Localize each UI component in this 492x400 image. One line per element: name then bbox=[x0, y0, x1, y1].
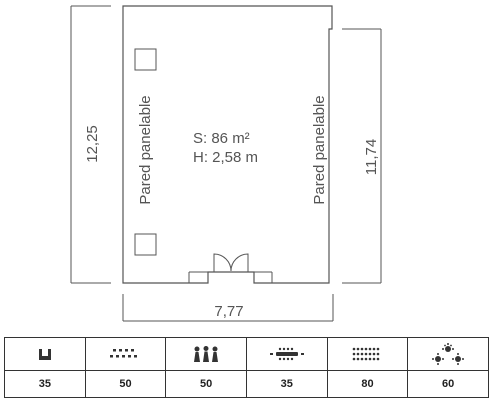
dimension-bottom bbox=[122, 294, 334, 322]
layout-cell-theatre bbox=[165, 337, 247, 371]
capacity-theatre: 50 bbox=[165, 370, 247, 398]
capacity-cocktail: 80 bbox=[326, 370, 409, 398]
floor-plan: 12,25 11,74 7,77 Pared panelable Pared p… bbox=[70, 5, 382, 322]
column-bottom bbox=[134, 233, 157, 256]
room-outline bbox=[122, 5, 333, 284]
layout-cell-boardroom bbox=[245, 337, 328, 371]
layout-cell-banquet bbox=[407, 337, 489, 371]
boardroom-icon bbox=[269, 347, 304, 360]
column-top bbox=[134, 48, 157, 71]
wall-left-label: Pared panelable bbox=[137, 95, 154, 204]
u-shape-icon bbox=[38, 348, 51, 360]
wall-right-label: Pared panelable bbox=[311, 95, 328, 204]
capacity-row: 35 50 50 35 80 60 bbox=[4, 370, 489, 398]
dimension-left-label: 12,25 bbox=[84, 125, 101, 163]
theatre-icon bbox=[194, 345, 219, 362]
classroom-icon bbox=[110, 348, 138, 358]
capacity-banquet: 60 bbox=[407, 370, 489, 398]
area-label: S: 86 m² bbox=[193, 130, 250, 147]
capacity-classroom: 50 bbox=[84, 370, 167, 398]
dimension-bottom-label: 7,77 bbox=[214, 303, 243, 320]
capacity-boardroom: 35 bbox=[245, 370, 328, 398]
cocktail-icon bbox=[353, 347, 380, 361]
banquet-icon bbox=[432, 343, 465, 365]
capacity-u-shape: 35 bbox=[4, 370, 86, 398]
entrance-door bbox=[188, 253, 273, 283]
dimension-left bbox=[70, 5, 111, 284]
layout-cell-u-shape bbox=[4, 337, 86, 371]
dimension-right-label: 11,74 bbox=[363, 139, 380, 175]
dimension-right bbox=[342, 28, 382, 284]
height-label: H: 2,58 m bbox=[193, 149, 258, 166]
layout-cell-classroom bbox=[84, 337, 167, 371]
layout-cell-cocktail bbox=[326, 337, 409, 371]
capacity-table: 35 50 50 35 80 60 bbox=[4, 337, 489, 398]
layout-icons-row bbox=[4, 337, 489, 371]
